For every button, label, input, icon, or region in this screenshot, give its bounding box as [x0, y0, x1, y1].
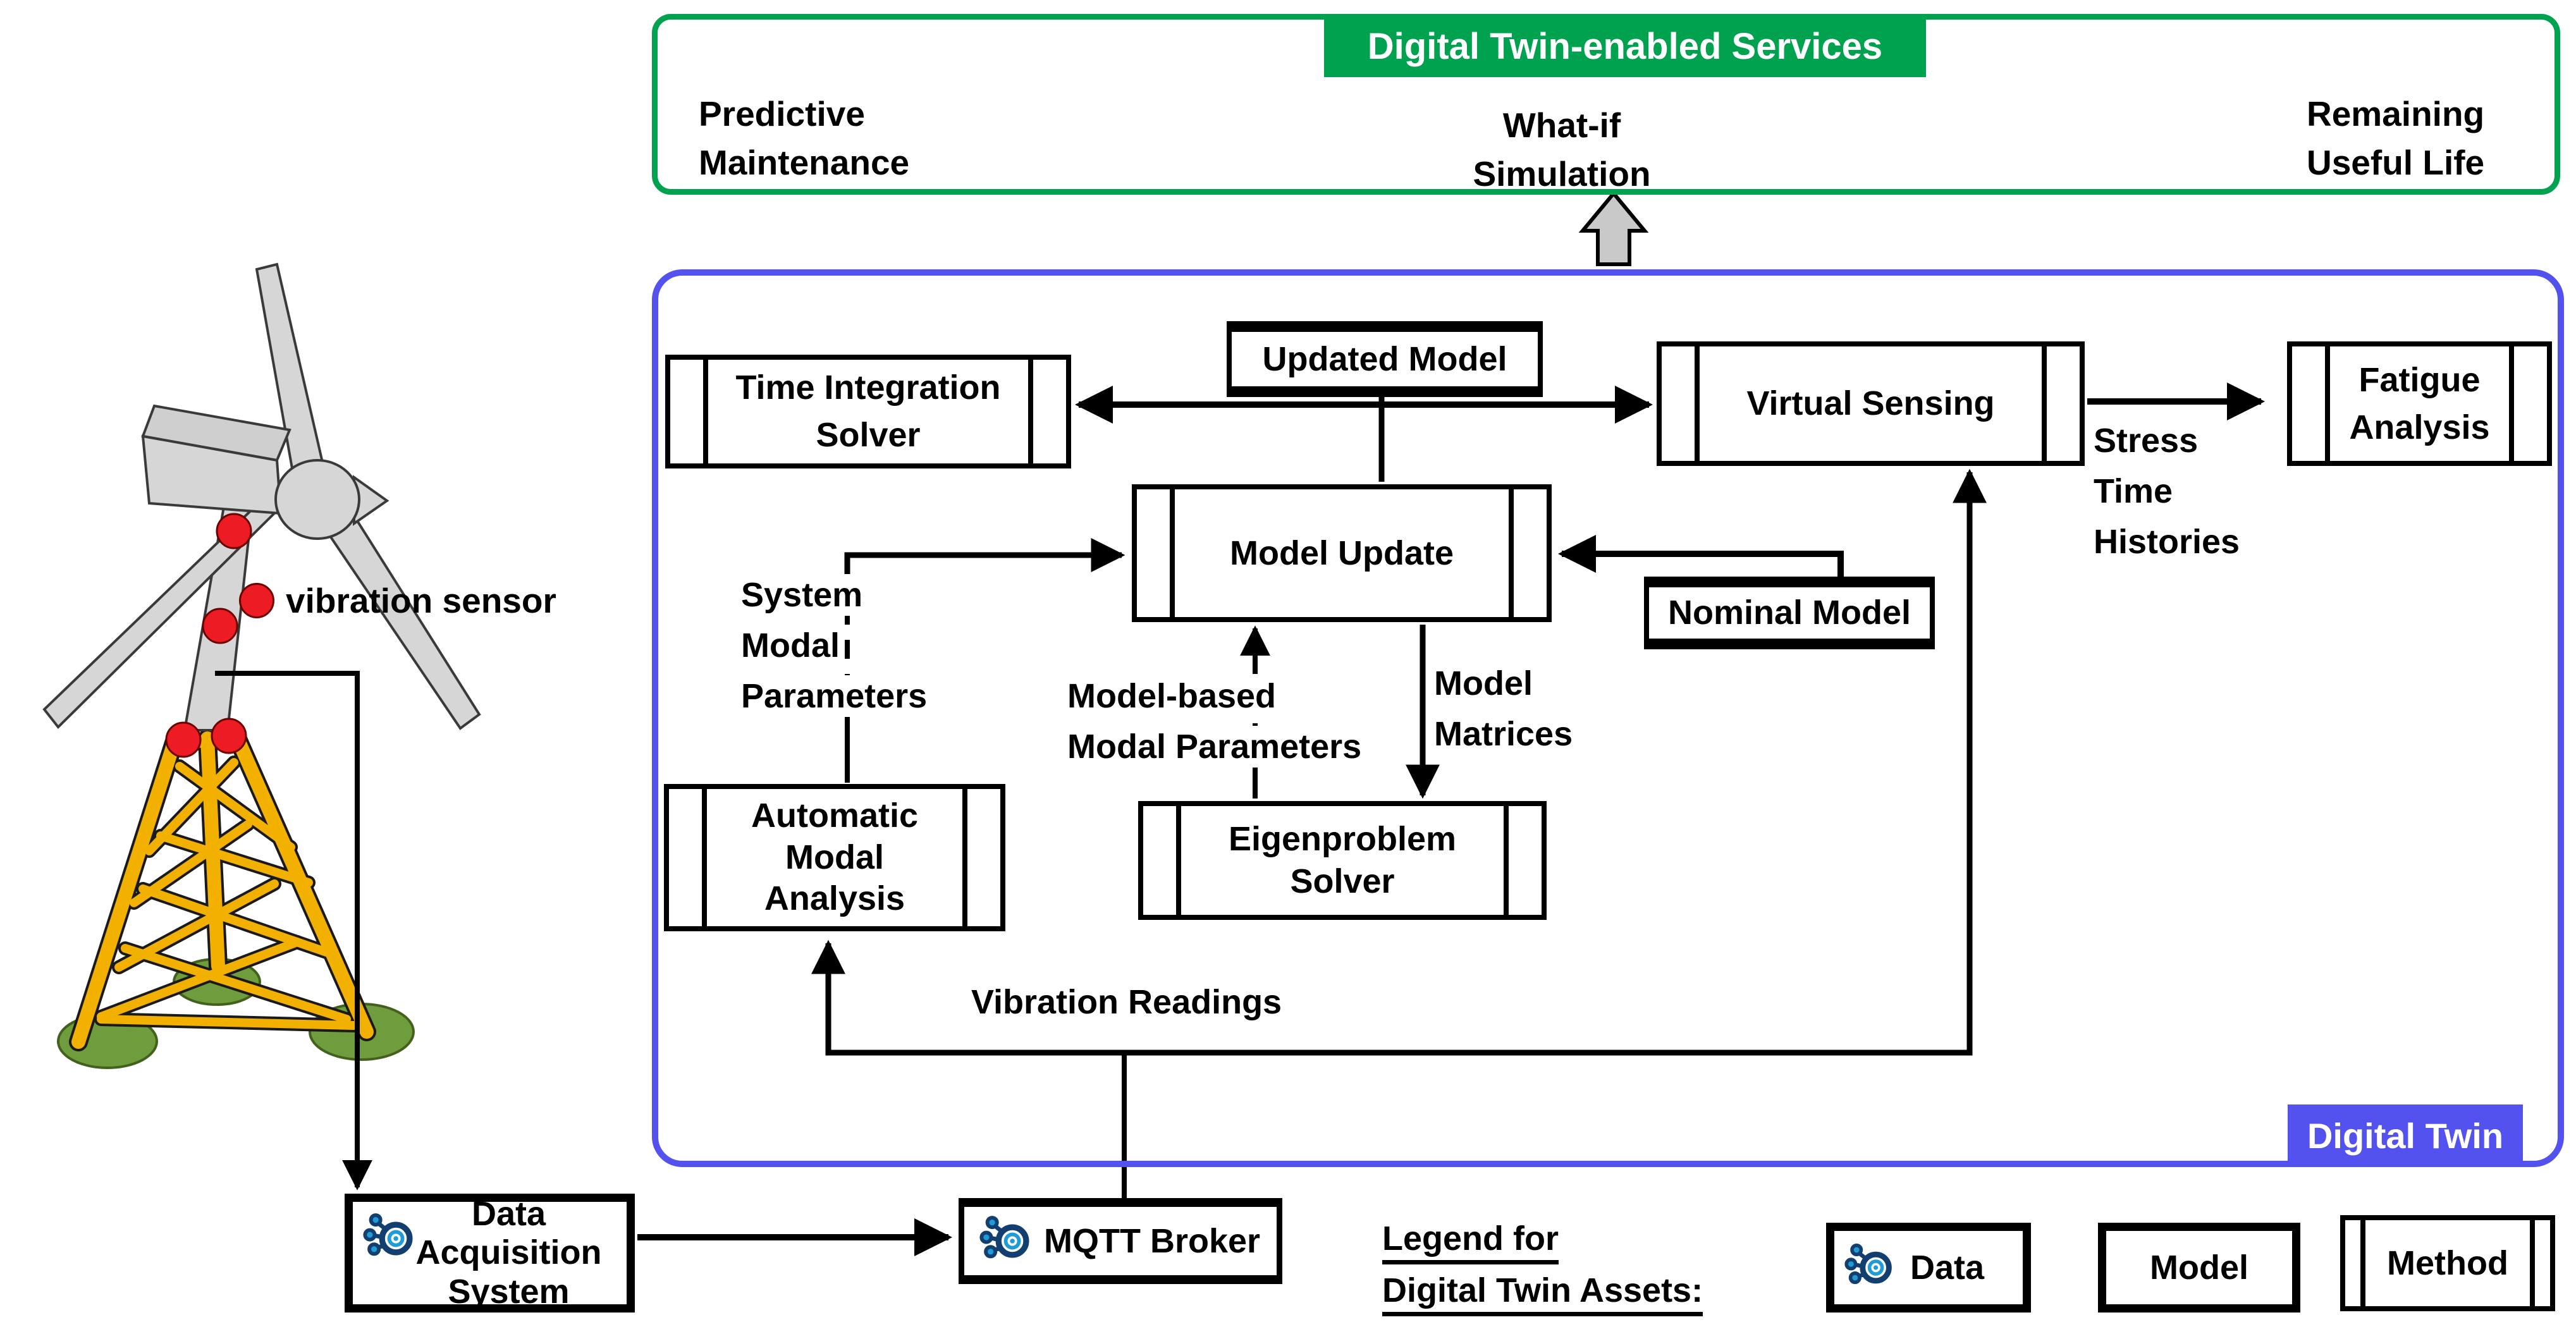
box-automatic-modal-analysis: Automatic Modal Analysis	[664, 784, 1005, 931]
data-icon	[979, 1215, 1033, 1268]
label-line: Vibration Readings	[967, 981, 1286, 1023]
box-nominal-model: Nominal Model	[1644, 577, 1935, 649]
label-stress-time-histories: Stress Time Histories	[2090, 420, 2244, 572]
legend-title-line: Digital Twin Assets:	[1382, 1271, 1703, 1316]
legend-model-box: Model	[2098, 1223, 2300, 1313]
label-line: Model	[1430, 663, 1536, 704]
service-remaining-useful-life: Remaining Useful Life	[2307, 94, 2485, 182]
box-time-integration-solver: Time Integration Solver	[665, 355, 1071, 468]
label-system-modal-parameters: System Modal Parameters	[737, 574, 931, 726]
label-line: Modal Parameters	[1064, 726, 1366, 768]
legend-method-box: Method	[2340, 1215, 2555, 1311]
wind-turbine-illustration	[42, 262, 481, 1069]
legend-method-label: Method	[2387, 1244, 2508, 1282]
vibration-sensor-key: vibration sensor	[286, 581, 556, 620]
vibration-sensor-dot	[239, 583, 274, 618]
label-line: Modal	[737, 625, 843, 666]
turbine-hub	[274, 459, 360, 540]
label-line: Parameters	[737, 675, 931, 717]
das-label: Data Acquisition System	[415, 1194, 602, 1311]
label-line: Stress	[2090, 420, 2202, 462]
legend-data-box: Data	[1826, 1223, 2031, 1313]
label-model-matrices: Model Matrices	[1430, 663, 1577, 764]
edge-turbine-to-das	[215, 671, 372, 1190]
edge-vibration-readings	[811, 468, 1987, 1056]
digital-twin-frame	[652, 269, 2564, 1167]
box-virtual-sensing: Virtual Sensing	[1657, 341, 2085, 466]
data-icon	[1844, 1242, 1895, 1293]
box-eigenproblem-solver: Eigenproblem Solver	[1138, 801, 1547, 920]
box-fatigue-analysis: Fatigue Analysis	[2287, 341, 2552, 466]
up-block-arrow	[1578, 190, 1649, 266]
label-line: Histories	[2090, 521, 2244, 563]
legend-title-line: Legend for	[1382, 1219, 1559, 1264]
box-data-acquisition-system: Data Acquisition System	[345, 1194, 635, 1313]
vibration-sensor-dots	[165, 513, 252, 758]
legend-title: Legend for Digital Twin Assets:	[1382, 1219, 1703, 1323]
services-title: Digital Twin-enabled Services	[1324, 15, 1926, 77]
label-line: Matrices	[1430, 713, 1577, 755]
box-mqtt-broker: MQTT Broker	[959, 1198, 1282, 1284]
mqtt-label: MQTT Broker	[1044, 1221, 1261, 1260]
label-vibration-readings: Vibration Readings	[967, 981, 1286, 1032]
box-model-update: Model Update	[1132, 484, 1552, 622]
digital-twin-label: Digital Twin	[2288, 1105, 2523, 1166]
label-line: System	[737, 574, 867, 616]
legend-data-label: Data	[1910, 1248, 1985, 1287]
label-line: Time	[2090, 470, 2177, 512]
label-line: Model-based	[1064, 675, 1280, 717]
box-updated-model: Updated Model	[1227, 321, 1543, 397]
service-predictive-maintenance: Predictive Maintenance	[699, 94, 910, 182]
legend-model-label: Model	[2150, 1248, 2248, 1287]
service-what-if-simulation: What-if Simulation	[1473, 106, 1651, 193]
label-model-based-modal-parameters: Model-based Modal Parameters	[1064, 675, 1366, 776]
data-icon	[363, 1212, 416, 1265]
jacket-lattice	[71, 726, 374, 1049]
